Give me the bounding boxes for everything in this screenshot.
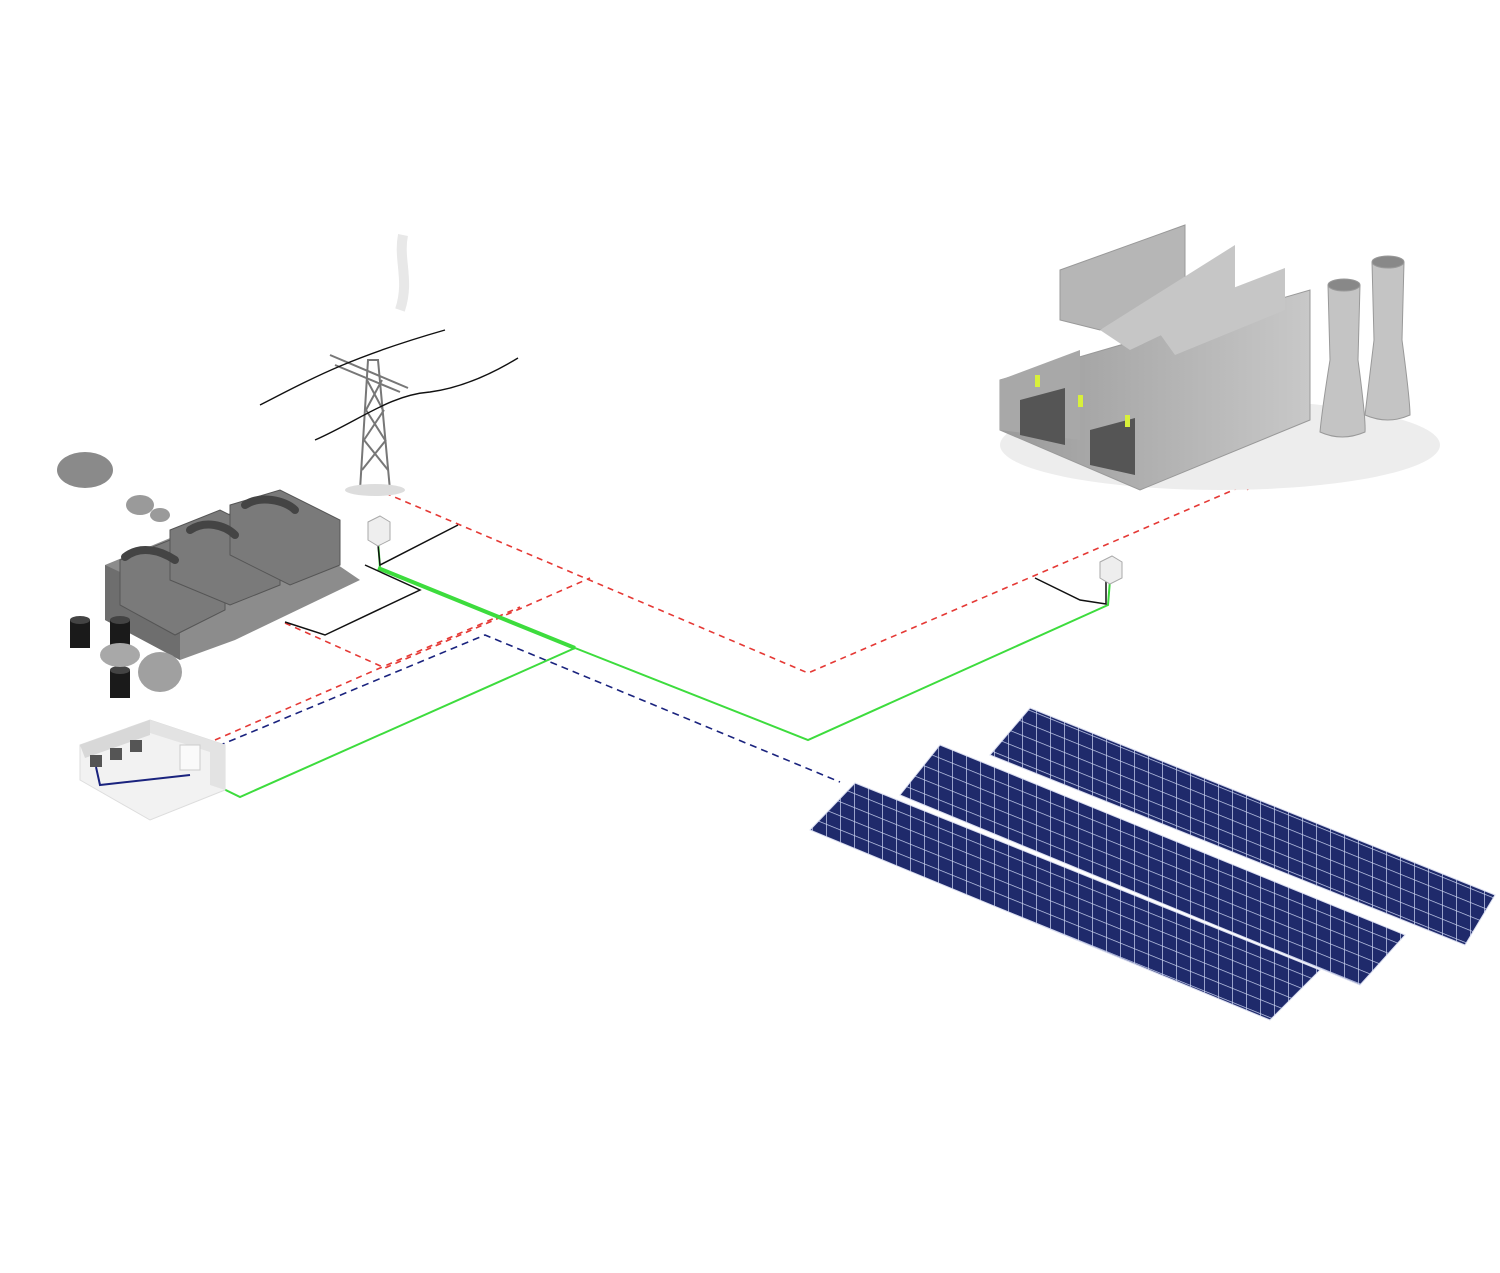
power-line-control-room <box>214 606 521 741</box>
black-line-factory <box>1034 577 1107 605</box>
green-line-thick <box>377 566 576 650</box>
cooling-towers <box>1319 255 1411 438</box>
power-line-generator <box>284 577 591 669</box>
barrel-icons <box>70 616 182 698</box>
solar-row-3 <box>989 707 1496 946</box>
connections <box>194 484 1249 799</box>
green-line-main <box>377 539 1111 742</box>
solar-row-2 <box>899 744 1406 986</box>
solar-row-1 <box>809 782 1321 1021</box>
control-room-icon <box>79 719 226 821</box>
black-line-generator <box>284 564 422 636</box>
power-pylon-icon <box>259 234 519 496</box>
generator-icon <box>57 452 360 698</box>
junction-box-icon <box>367 515 1123 585</box>
data-line-control-solar <box>217 634 841 783</box>
green-line-control <box>194 647 576 799</box>
black-line-junction <box>377 524 459 567</box>
solar-panel-icon <box>809 707 1496 1021</box>
factory-icon <box>999 224 1440 491</box>
